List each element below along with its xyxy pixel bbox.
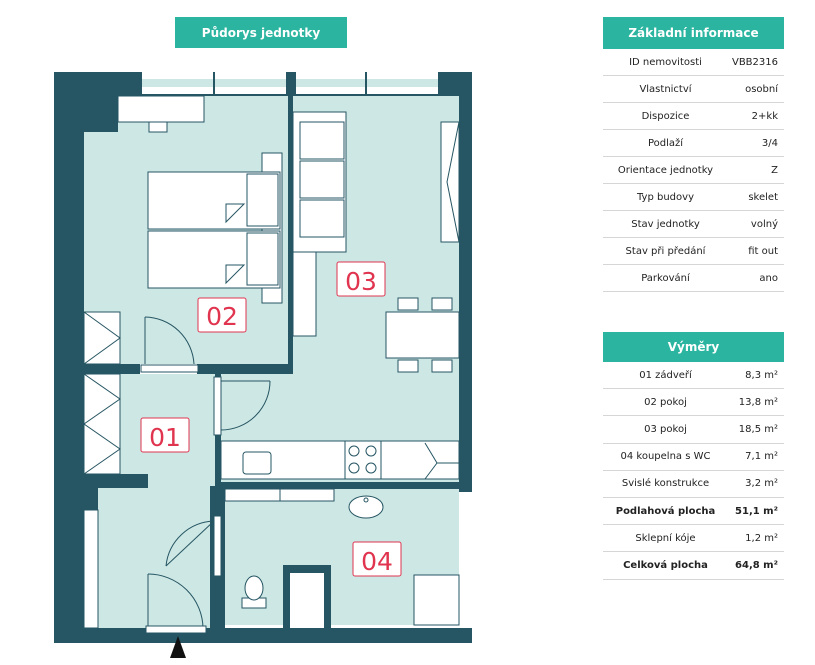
area-label: 04 koupelna s WC: [603, 443, 728, 471]
area-value: 18,5 m²: [728, 415, 784, 444]
info-value: osobní: [728, 75, 784, 103]
room-label-02: 02: [206, 302, 238, 331]
info-value: volný: [728, 210, 784, 238]
info-value: VBB2316: [728, 49, 784, 76]
dining-table: [385, 297, 460, 373]
area-value: 1,2 m²: [728, 524, 784, 553]
area-label: 03 pokoj: [603, 415, 728, 444]
info-value: Z: [728, 156, 784, 184]
room-label-01: 01: [149, 423, 181, 452]
room-label-01-box: [140, 417, 190, 453]
bathroom-fixtures: [224, 488, 460, 626]
info-value: ano: [728, 264, 784, 292]
area-label: Celková plocha: [603, 551, 728, 580]
area-value: 3,2 m²: [728, 470, 784, 498]
entrance-door: [145, 573, 207, 658]
info-label: Stav při předání: [603, 237, 728, 265]
room-label-03: 03: [345, 267, 377, 296]
area-label: 02 pokoj: [603, 388, 728, 417]
info-label: Vlastnictví: [603, 75, 728, 103]
wardrobe: [83, 311, 121, 365]
info-label: Dispozice: [603, 102, 728, 130]
area-label: 01 zádveří: [603, 362, 728, 390]
info-label: Orientace jednotky: [603, 156, 728, 184]
room-labels: 02 03 01 04: [140, 261, 402, 577]
areas-title: Výměry: [603, 332, 784, 362]
room-label-04: 04: [361, 547, 393, 576]
desk: [117, 95, 205, 133]
info-label: Stav jednotky: [603, 210, 728, 238]
room-label-04-box: [352, 541, 402, 577]
area-label: Podlahová plocha: [603, 497, 728, 526]
door-room-02: [140, 316, 199, 373]
info-value: 2+kk: [728, 102, 784, 130]
room-label-03-box: [336, 261, 386, 297]
info-value: fit out: [728, 237, 784, 265]
kitchen: [220, 440, 460, 480]
floorplan-title: Půdorys jednotky: [175, 17, 347, 48]
area-label: Sklepní kóje: [603, 524, 728, 553]
windows: [142, 72, 438, 94]
info-label: ID nemovitosti: [603, 49, 728, 76]
hall-wardrobe: [83, 373, 121, 629]
info-label: Podlaží: [603, 129, 728, 157]
sofa: [292, 111, 347, 337]
info-label: Typ budovy: [603, 183, 728, 211]
door-room-04: [165, 515, 222, 577]
area-value: 7,1 m²: [728, 443, 784, 471]
info-value: 3/4: [728, 129, 784, 157]
shaft: [290, 573, 324, 628]
area-value: 51,1 m²: [728, 497, 784, 526]
door-room-03: [213, 376, 271, 436]
info-value: skelet: [728, 183, 784, 211]
floorplan: 02 03 01 04: [54, 72, 472, 658]
area-value: 64,8 m²: [728, 551, 784, 580]
area-label: Svislé konstrukce: [603, 470, 728, 498]
info-title: Základní informace: [603, 17, 784, 49]
bed: [147, 152, 283, 304]
tv-cabinet: [440, 121, 460, 243]
area-value: 8,3 m²: [728, 362, 784, 390]
room-label-02-box: [197, 297, 247, 333]
info-label: Parkování: [603, 264, 728, 292]
area-value: 13,8 m²: [728, 388, 784, 417]
